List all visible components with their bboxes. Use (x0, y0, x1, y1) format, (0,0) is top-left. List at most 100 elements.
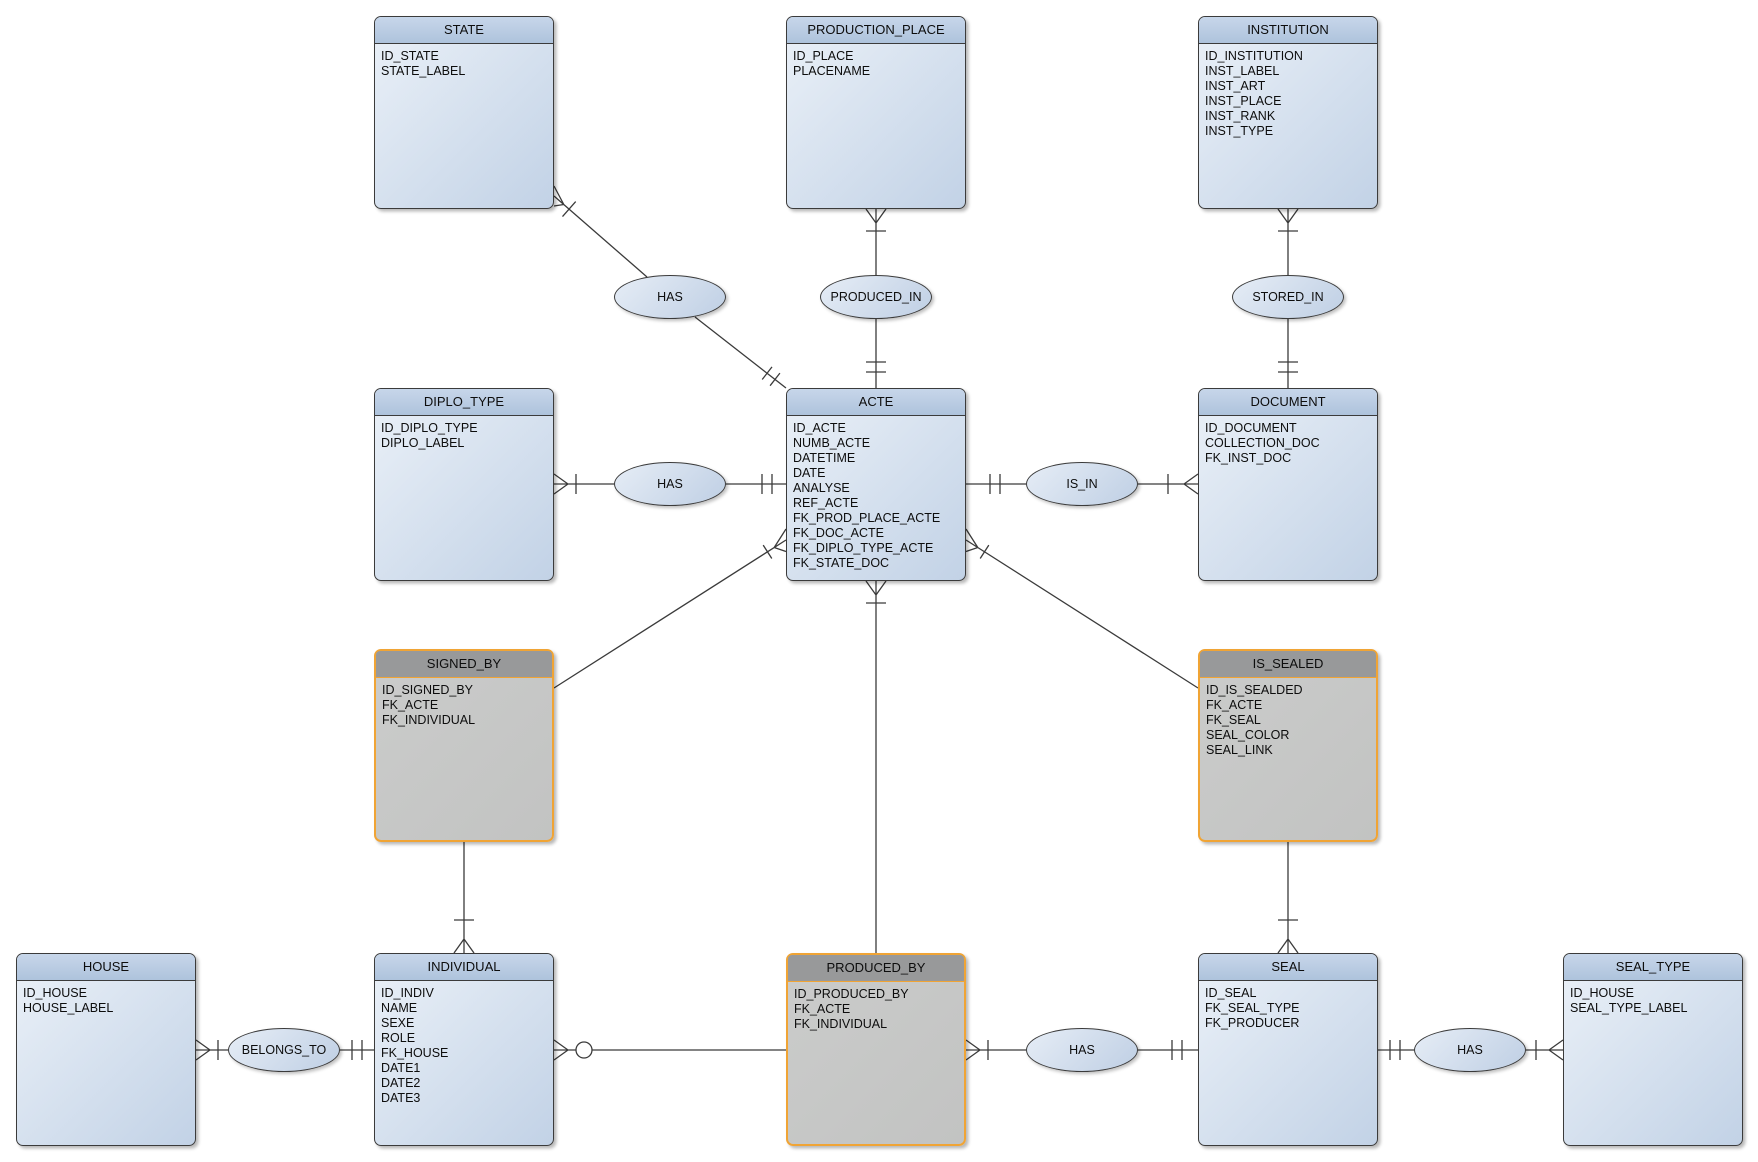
field-state_label: STATE_LABEL (381, 64, 466, 78)
connector-individual-produced-by (553, 1039, 786, 1061)
field-role: ROLE (381, 1031, 416, 1045)
field-fk_acte: FK_ACTE (382, 698, 439, 712)
relationship-has-seal-seal-type[interactable]: HAS (1414, 1028, 1526, 1072)
field-placename: PLACENAME (793, 64, 871, 78)
connector-acte-signed-by (553, 528, 787, 689)
field-id_place: ID_PLACE (793, 49, 854, 63)
entity-title: SEAL_TYPE (1564, 954, 1742, 981)
field-inst_type: INST_TYPE (1205, 124, 1274, 138)
relationship-label: HAS (1457, 1043, 1483, 1057)
connector-acte-is-in (966, 474, 1026, 494)
connector-production-place-produced-in (865, 208, 887, 275)
field-ref_acte: REF_ACTE (793, 496, 859, 510)
connector-has-acte (694, 316, 787, 389)
relationship-belongs-to[interactable]: BELONGS_TO (228, 1028, 340, 1072)
connector-house-belongs-to (195, 1039, 228, 1061)
field-name: NAME (381, 1001, 418, 1015)
relationship-label: PRODUCED_IN (830, 290, 922, 304)
entity-title: DOCUMENT (1199, 389, 1377, 416)
field-date: DATE (793, 466, 826, 480)
field-date3: DATE3 (381, 1091, 421, 1105)
relationship-label: HAS (1069, 1043, 1095, 1057)
field-fk_prod_place_acte: FK_PROD_PLACE_ACTE (793, 511, 941, 525)
field-fk_individual: FK_INDIVIDUAL (794, 1017, 888, 1031)
field-id_document: ID_DOCUMENT (1205, 421, 1297, 435)
connector-has-seal-type (1526, 1039, 1564, 1061)
relationship-has-produced-by-seal[interactable]: HAS (1026, 1028, 1138, 1072)
entity-title: SEAL (1199, 954, 1377, 981)
field-seal_link: SEAL_LINK (1206, 743, 1273, 757)
relationship-label: HAS (657, 477, 683, 491)
field-inst_rank: INST_RANK (1205, 109, 1276, 123)
relationship-stored-in[interactable]: STORED_IN (1232, 275, 1344, 319)
field-diplo_label: DIPLO_LABEL (381, 436, 465, 450)
field-id_acte: ID_ACTE (793, 421, 846, 435)
relationship-has-diplo-type-acte[interactable]: HAS (614, 462, 726, 506)
field-id_is_sealded: ID_IS_SEALDED (1206, 683, 1303, 697)
connector-institution-stored-in (1277, 208, 1299, 275)
relationship-has-state-acte[interactable]: HAS (614, 275, 726, 319)
field-inst_art: INST_ART (1205, 79, 1266, 93)
entity-title: IS_SEALED (1200, 651, 1376, 678)
entity-title: INDIVIDUAL (375, 954, 553, 981)
field-id_seal: ID_SEAL (1205, 986, 1257, 1000)
field-id_signed_by: ID_SIGNED_BY (382, 683, 474, 697)
connector-has-seal (1138, 1040, 1198, 1060)
field-id_institution: ID_INSTITUTION (1205, 49, 1303, 63)
entity-title: HOUSE (17, 954, 195, 981)
connector-seal-has (1378, 1040, 1414, 1060)
field-inst_label: INST_LABEL (1205, 64, 1280, 78)
field-id_state: ID_STATE (381, 49, 439, 63)
relationship-produced-in[interactable]: PRODUCED_IN (820, 275, 932, 319)
entity-title: PRODUCED_BY (788, 955, 964, 982)
connector-acte-is-sealed (965, 528, 1199, 689)
field-house_label: HOUSE_LABEL (23, 1001, 114, 1015)
field-fk_acte: FK_ACTE (794, 1002, 851, 1016)
field-id_diplo_type: ID_DIPLO_TYPE (381, 421, 478, 435)
connector-is-sealed-seal (1277, 842, 1299, 954)
field-fk_individual: FK_INDIVIDUAL (382, 713, 476, 727)
field-sexe: SEXE (381, 1016, 415, 1030)
relationship-label: STORED_IN (1252, 290, 1324, 304)
field-fk_seal_type: FK_SEAL_TYPE (1205, 1001, 1300, 1015)
field-fk_acte: FK_ACTE (1206, 698, 1263, 712)
entity-title: STATE (375, 17, 553, 44)
field-datetime: DATETIME (793, 451, 856, 465)
relationship-is-in[interactable]: IS_IN (1026, 462, 1138, 506)
field-fk_house: FK_HOUSE (381, 1046, 449, 1060)
connector-acte-produced-by (865, 580, 887, 953)
field-fk_inst_doc: FK_INST_DOC (1205, 451, 1292, 465)
field-collection_doc: COLLECTION_DOC (1205, 436, 1320, 450)
field-id_house: ID_HOUSE (23, 986, 87, 1000)
field-fk_state_doc: FK_STATE_DOC (793, 556, 890, 570)
field-date1: DATE1 (381, 1061, 421, 1075)
entity-title: INSTITUTION (1199, 17, 1377, 44)
field-id_house: ID_HOUSE (1570, 986, 1634, 1000)
field-date2: DATE2 (381, 1076, 421, 1090)
entity-title: DIPLO_TYPE (375, 389, 553, 416)
field-analyse: ANALYSE (793, 481, 850, 495)
connector-diplo-type-has (553, 473, 614, 495)
